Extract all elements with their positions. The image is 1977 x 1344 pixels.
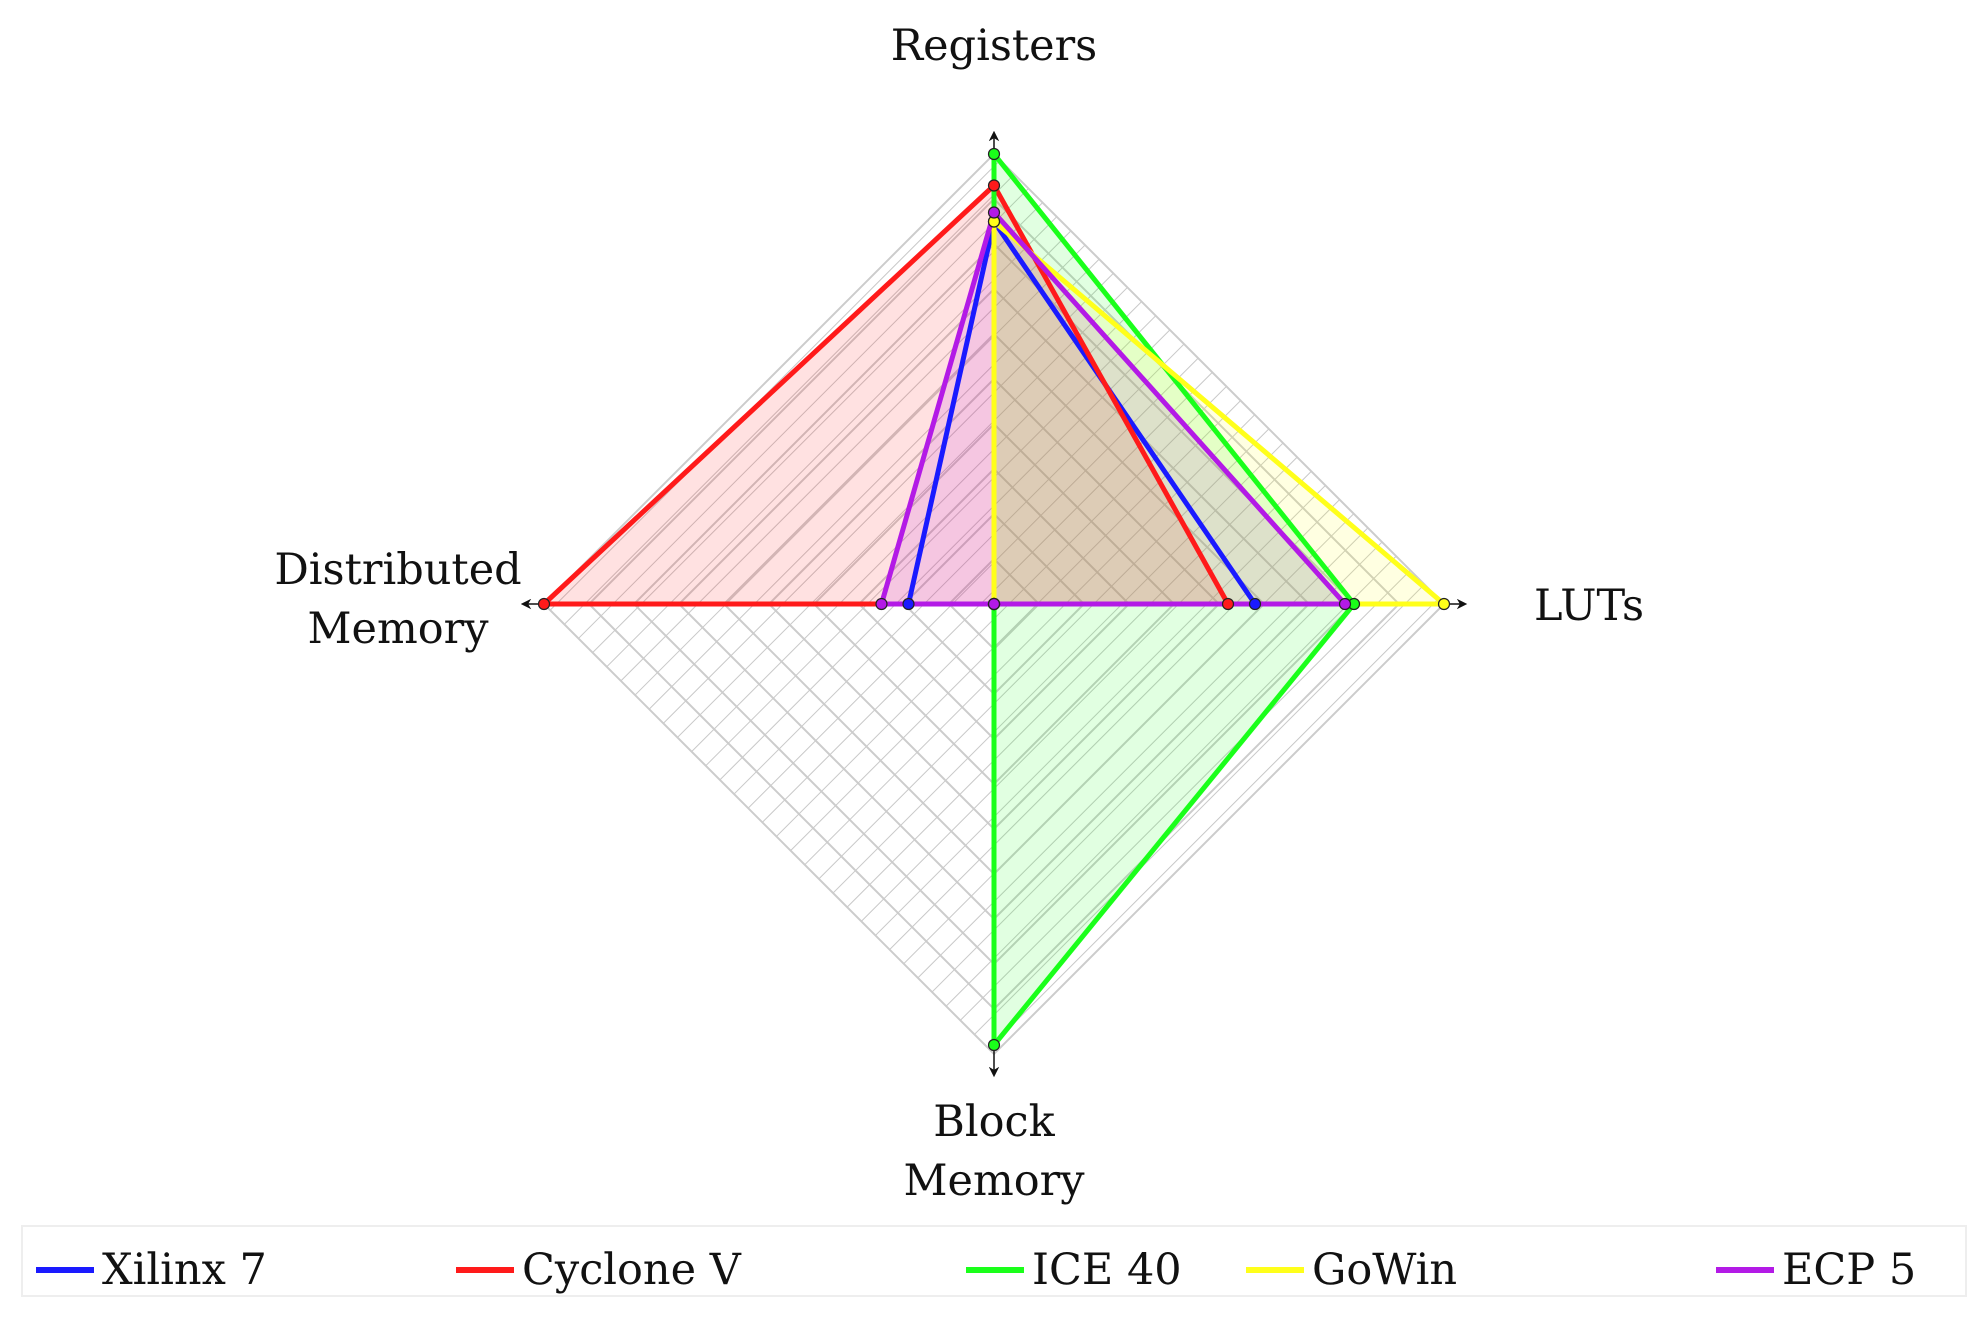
data-point-ecp-5: [875, 597, 888, 611]
data-point-cyclone-v: [537, 597, 551, 611]
legend-label-xilinx-7: Xilinx 7: [102, 1245, 267, 1295]
series-fill-cyclone-v: [544, 185, 1228, 604]
data-point-ecp-5: [1338, 597, 1352, 611]
series-fill-ecp-5: [881, 212, 1345, 604]
data-point-ecp-5: [987, 597, 1001, 611]
data-point-ice-40: [987, 1038, 1001, 1052]
data-point-gowin: [1437, 597, 1451, 611]
data-point-ice-40: [987, 147, 1001, 161]
legend-label-ice-40: ICE 40: [1032, 1245, 1182, 1295]
legend-box: [21, 1225, 1967, 1297]
series-fill-ice-40: [994, 154, 1354, 1045]
legend-label-gowin: GoWin: [1312, 1245, 1457, 1295]
legend-label-cyclone-v: Cyclone V: [522, 1245, 742, 1295]
series-points: [537, 147, 1451, 1052]
legend: Xilinx 7 Cyclone V ICE 40 GoWin ECP 5: [21, 1225, 1967, 1297]
data-point-xilinx-7: [1248, 597, 1262, 611]
legend-label-ecp-5: ECP 5: [1782, 1245, 1916, 1295]
data-point-cyclone-v: [1221, 597, 1235, 611]
data-point-cyclone-v: [987, 179, 1001, 192]
data-point-xilinx-7: [902, 597, 915, 611]
axis-label-luts: LUTs: [1534, 581, 1644, 631]
axis-label-registers: Registers: [891, 21, 1098, 71]
data-point-ecp-5: [987, 206, 1001, 219]
